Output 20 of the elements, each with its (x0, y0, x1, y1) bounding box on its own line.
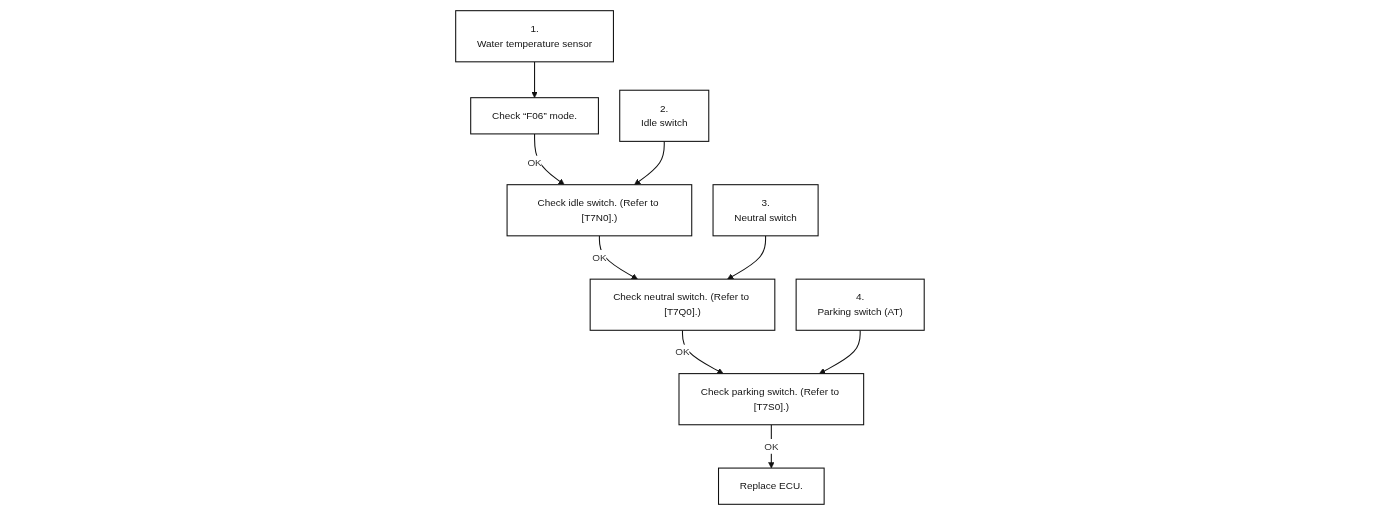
node-box: Check “F06” mode. (470, 97, 599, 135)
arrow (819, 329, 861, 374)
node-box: 2. Idle switch (619, 89, 710, 142)
arrow (634, 140, 665, 185)
arrow (534, 133, 565, 185)
arrow (598, 235, 638, 280)
arrow (531, 61, 538, 98)
edge-label: OK (527, 156, 542, 169)
node-box: 3. Neutral switch (712, 184, 819, 237)
node-box: Check idle switch. (Refer to [T7N0].) (506, 184, 693, 237)
node-box: Check neutral switch. (Refer to [T7Q0].) (589, 278, 776, 331)
edge-label: OK (592, 251, 607, 263)
node-box: 4. Parking switch (AT) (795, 278, 925, 331)
arrow (727, 235, 767, 280)
node-box: 1. Water temperature sensor (455, 10, 614, 63)
edge-label: OK (764, 440, 779, 452)
arrow (682, 329, 724, 374)
node-box: Check parking switch. (Refer to [T7S0].) (678, 373, 865, 426)
edge-label: OK (675, 345, 690, 358)
node-box: Replace ECU. (718, 467, 825, 505)
